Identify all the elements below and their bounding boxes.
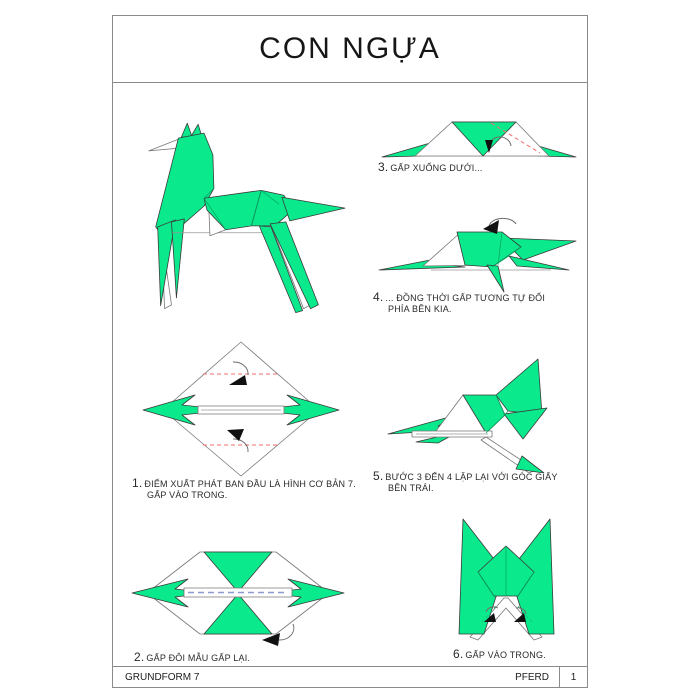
fold-arrow-arc	[485, 606, 499, 613]
footer-right-label: PFERD	[515, 671, 549, 683]
step-6-diagram	[458, 518, 555, 641]
fold-arrow-arc	[232, 361, 249, 376]
step-2-figure	[128, 536, 348, 651]
footer-bar: GRUNDFORM 7 PFERD 1	[113, 666, 587, 687]
horse-model-diagram	[148, 122, 346, 314]
step-number: 1.	[132, 476, 143, 490]
step-text: ... ĐỒNG THỜI GẤP TƯƠNG TỰ ĐỐI	[385, 293, 546, 303]
step-number: 2.	[134, 650, 145, 664]
finished-horse-figure	[135, 109, 347, 321]
fold-arrow-icon	[484, 613, 496, 622]
horse-model	[148, 122, 346, 314]
fold-arrow-icon	[227, 429, 244, 441]
step-text: ĐIỂM XUẤT PHÁT BAN ĐẦU LÀ HÌNH CƠ BẢN 7.	[144, 479, 356, 489]
step-1-shapes	[142, 341, 340, 477]
footer-left-label: GRUNDFORM 7	[125, 671, 200, 683]
fold-arrow-icon	[483, 220, 499, 234]
step-5-diagram	[387, 358, 548, 473]
instruction-sheet: CON NGỰA	[112, 15, 588, 688]
fold-arrow-arc	[488, 217, 517, 228]
step-6-shapes	[458, 518, 555, 641]
step-4-figure	[371, 208, 581, 293]
step-text: BƯỚC 3 ĐẾN 4 LẶP LẠI VỚI GÓC GIẤY	[385, 472, 558, 482]
step-6-caption: 6.GẤP VÀO TRONG.	[453, 647, 546, 661]
page-title: CON NGỰA	[259, 32, 441, 65]
step-3-diagram	[381, 121, 577, 158]
step-2-caption: 2.GẤP ĐÔI MẪU GẤP LẠI.	[134, 650, 251, 664]
step-text: GẤP XUỐNG DƯỚI...	[390, 163, 483, 173]
step-5-shapes	[387, 358, 548, 473]
title-bar: CON NGỰA	[113, 16, 587, 83]
step-number: 6.	[453, 647, 464, 661]
step-1-caption: 1.ĐIỂM XUẤT PHÁT BAN ĐẦU LÀ HÌNH CƠ BẢN …	[132, 476, 356, 501]
step-5-figure	[386, 353, 586, 473]
step-text-line2: PHÍA BÊN KIA.	[388, 304, 452, 314]
step-3-caption: 3.GẤP XUỐNG DƯỚI...	[378, 160, 483, 174]
step-3-shapes	[381, 121, 577, 158]
step-text: GẤP ĐÔI MẪU GẤP LẠI.	[146, 653, 251, 663]
step-5-caption: 5.BƯỚC 3 ĐẾN 4 LẶP LẠI VỚI GÓC GIẤY BÊN …	[373, 469, 558, 494]
step-3-figure	[379, 108, 579, 168]
step-4-diagram	[378, 217, 577, 293]
fold-arrow-arc	[515, 607, 527, 615]
fold-arrow-icon	[229, 375, 247, 385]
step-6-figure	[438, 516, 596, 646]
fold-arrow-icon	[262, 633, 280, 646]
step-1-diagram	[142, 341, 340, 477]
step-number: 5.	[373, 469, 384, 483]
step-1-figure	[141, 334, 341, 479]
page-number: 1	[559, 667, 587, 687]
step-text: GẤP VÀO TRONG.	[465, 650, 546, 660]
fold-arrow-icon	[514, 613, 526, 622]
fold-arrow-arc	[232, 438, 249, 453]
step-4-caption: 4.... ĐỒNG THỜI GẤP TƯƠNG TỰ ĐỐI PHÍA BÊ…	[373, 290, 546, 315]
step-text-line2: BÊN TRÁI.	[388, 483, 434, 493]
step-2-diagram	[131, 551, 345, 646]
step-2-shapes	[131, 551, 345, 646]
step-4-shapes	[378, 217, 577, 293]
step-number: 3.	[378, 160, 389, 174]
step-text-line2: GẤP VÀO TRONG.	[147, 490, 228, 500]
crease-dashed-line	[490, 122, 541, 154]
fold-arrow-icon	[485, 140, 493, 153]
fold-arrow-arc	[278, 623, 295, 641]
step-number: 4.	[373, 290, 384, 304]
